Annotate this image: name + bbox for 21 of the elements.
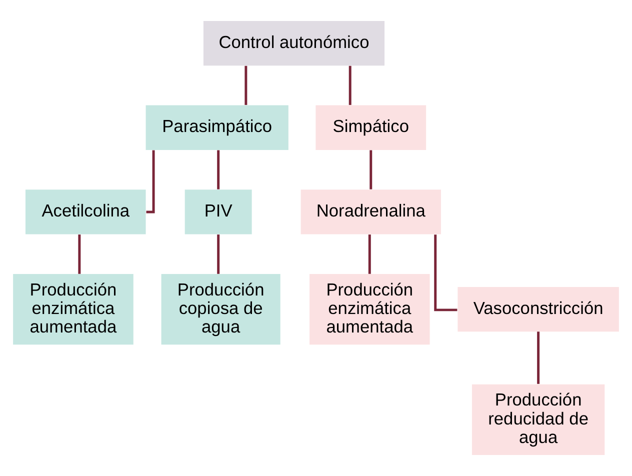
node-box: Vasoconstricción: [458, 287, 619, 332]
connector: [146, 150, 155, 214]
node-box: Producción reducidad de agua: [472, 384, 605, 456]
connector: [434, 234, 458, 312]
connector: [217, 234, 220, 274]
connector: [348, 66, 352, 105]
connector: [217, 150, 220, 190]
connector: [370, 150, 372, 190]
node-box: Control autonómico: [203, 20, 385, 66]
node-box: PIV: [184, 190, 252, 234]
node-box: Simpático: [316, 105, 426, 150]
node-box: Acetilcolina: [25, 190, 146, 234]
node-box: Noradrenalina: [300, 190, 441, 234]
node-box: Producción enzimática aumentada: [13, 274, 134, 345]
connector: [78, 234, 81, 274]
node-box: Producción enzimática aumentada: [310, 274, 430, 345]
connector: [244, 66, 248, 105]
connector: [537, 332, 540, 384]
node-box: Producción copiosa de agua: [161, 274, 280, 345]
node-box: Parasimpático: [146, 105, 288, 150]
connector: [368, 234, 371, 274]
